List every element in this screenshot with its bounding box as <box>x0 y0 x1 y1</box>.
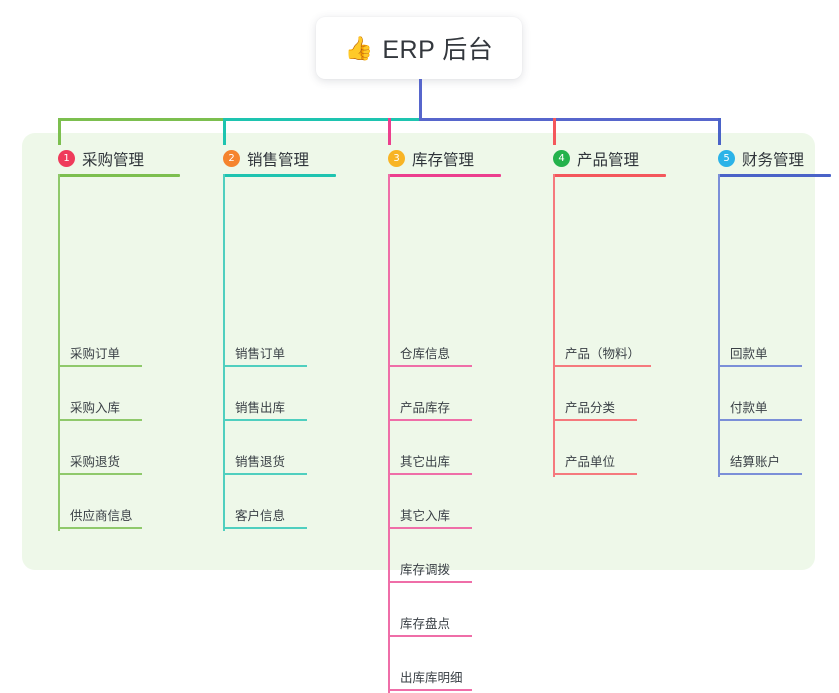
branch-spine <box>718 174 720 477</box>
leaf-item-rule <box>223 419 307 421</box>
branch-column-采购管理: 1 采购管理采购订单采购入库采购退货供应商信息 <box>40 143 180 531</box>
leaf-item-label: 库存调拨 <box>400 563 451 577</box>
leaf-item-rule <box>58 365 142 367</box>
branch-spine <box>58 174 60 531</box>
leaf-item-label: 采购订单 <box>70 347 121 361</box>
leaf-item-label: 库存盘点 <box>400 617 451 631</box>
branch-drop-1 <box>58 118 61 145</box>
leaf-item-rule <box>718 365 802 367</box>
branch-header-label: 财务管理 <box>742 151 805 169</box>
branch-drop-3 <box>388 118 391 145</box>
leaf-item-rule <box>58 527 142 529</box>
leaf-item-label: 销售退货 <box>235 455 286 469</box>
leaf-item-label: 产品单位 <box>565 455 616 469</box>
leaf-item-label: 产品分类 <box>565 401 616 415</box>
thumbs-up-icon: 👍 <box>344 34 374 61</box>
branch-column-销售管理: 2 销售管理销售订单销售出库销售退货客户信息 <box>205 143 336 531</box>
erp-structure-diagram: 👍 ERP 后台 1 采购管理采购订单采购入库采购退货供应商信息 2 销售管理销售订单… <box>22 17 831 693</box>
branch-header-rule <box>58 174 180 177</box>
branch-header-财务管理[interactable]: 5 财务管理 <box>700 143 804 174</box>
branch-header-产品管理[interactable]: 4 产品管理 <box>535 143 639 174</box>
branch-header-采购管理[interactable]: 1 采购管理 <box>40 143 144 174</box>
leaf-item-label: 仓库信息 <box>400 347 451 361</box>
leaf-item-label: 销售订单 <box>235 347 286 361</box>
diagram-panel <box>22 133 815 570</box>
branch-header-rule <box>718 174 831 177</box>
bus-segment-green <box>58 118 223 121</box>
leaf-item-rule <box>718 419 802 421</box>
page-title: ERP 后台 <box>382 36 494 64</box>
leaf-item-rule <box>388 635 472 637</box>
leaf-item-label: 供应商信息 <box>70 509 133 523</box>
branch-column-库存管理: 3 库存管理仓库信息产品库存其它出库其它入库库存调拨库存盘点出库库明细 <box>370 143 501 693</box>
leaf-item-label: 回款单 <box>730 347 768 361</box>
leaf-item-rule <box>553 473 637 475</box>
branch-column-产品管理: 4 产品管理产品（物料） 产品分类产品单位 <box>535 143 666 477</box>
leaf-item-rule <box>388 365 472 367</box>
branch-header-rule <box>553 174 666 177</box>
branch-header-销售管理[interactable]: 2 销售管理 <box>205 143 309 174</box>
branch-header-label: 库存管理 <box>412 151 475 169</box>
branch-spine <box>553 174 555 477</box>
branch-drop-5 <box>718 118 721 145</box>
leaf-item-label: 结算账户 <box>730 455 781 469</box>
leaf-item-rule <box>388 581 472 583</box>
branch-number-badge: 5 <box>718 150 735 167</box>
branch-header-库存管理[interactable]: 3 库存管理 <box>370 143 474 174</box>
branch-header-label: 产品管理 <box>577 151 640 169</box>
leaf-item-rule <box>58 419 142 421</box>
branch-header-label: 销售管理 <box>247 151 310 169</box>
leaf-item-label: 其它入库 <box>400 509 451 523</box>
leaf-item-label: 采购入库 <box>70 401 121 415</box>
leaf-item-label: 产品库存 <box>400 401 451 415</box>
branch-header-rule <box>388 174 501 177</box>
leaf-item-label: 销售出库 <box>235 401 286 415</box>
branch-spine <box>223 174 225 531</box>
leaf-item-rule <box>388 689 472 691</box>
leaf-item-rule <box>223 473 307 475</box>
leaf-item-label: 客户信息 <box>235 509 286 523</box>
leaf-item-rule <box>553 419 637 421</box>
branch-column-财务管理: 5 财务管理回款单付款单结算账户 <box>700 143 831 477</box>
branch-spine <box>388 174 390 693</box>
leaf-item-label: 出库库明细 <box>400 671 463 685</box>
branch-header-label: 采购管理 <box>82 151 145 169</box>
leaf-item-rule <box>388 419 472 421</box>
leaf-item-label: 其它出库 <box>400 455 451 469</box>
leaf-item-label: 采购退货 <box>70 455 121 469</box>
root-title-card[interactable]: 👍 ERP 后台 <box>316 17 522 79</box>
branch-number-badge: 1 <box>58 150 75 167</box>
leaf-item-rule <box>223 365 307 367</box>
branch-drop-4 <box>553 118 556 145</box>
leaf-item-rule <box>223 527 307 529</box>
leaf-item-rule <box>388 473 472 475</box>
root-trunk <box>419 79 422 121</box>
branch-number-badge: 4 <box>553 150 570 167</box>
branch-number-badge: 3 <box>388 150 405 167</box>
branch-header-rule <box>223 174 336 177</box>
branch-drop-2 <box>223 118 226 145</box>
leaf-item-rule <box>58 473 142 475</box>
leaf-item-rule <box>718 473 802 475</box>
branch-number-badge: 2 <box>223 150 240 167</box>
leaf-item-label: 产品（物料） <box>565 347 641 361</box>
leaf-item-rule <box>388 527 472 529</box>
leaf-item-rule <box>553 365 651 367</box>
bus-segment-teal <box>223 118 422 121</box>
bus-segment-blue <box>419 118 721 121</box>
leaf-item-label: 付款单 <box>730 401 768 415</box>
